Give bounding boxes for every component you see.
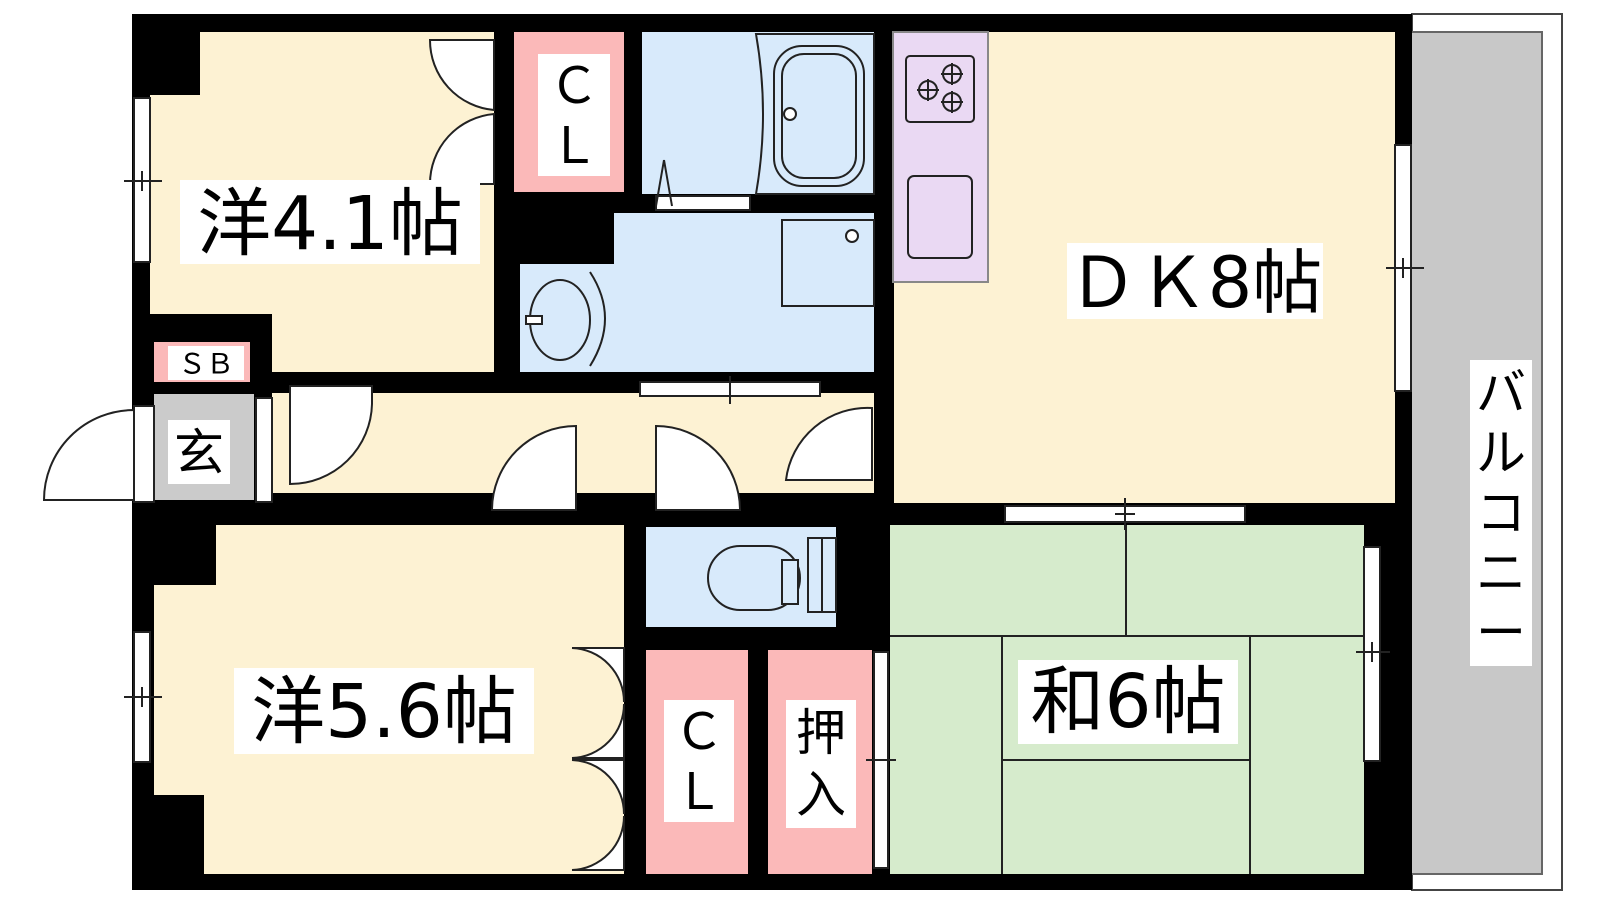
label-western-1: 洋4.1帖 xyxy=(197,181,463,267)
label-balcony-2: ル xyxy=(1476,424,1526,482)
window-ticks xyxy=(124,171,1424,761)
toilet-bowl xyxy=(707,537,837,613)
entrance-frame xyxy=(133,397,273,503)
label-balcony-4: ニ xyxy=(1476,544,1526,602)
label-bg-dk xyxy=(1067,243,1323,319)
label-bg-balcony xyxy=(1470,360,1532,666)
bathroom-door xyxy=(655,159,751,211)
wash-basin xyxy=(525,271,606,367)
doors xyxy=(42,39,873,871)
label-oshiire-1: 押 xyxy=(796,704,846,762)
kitchen-sink xyxy=(907,175,973,259)
bathtub xyxy=(754,33,875,195)
stove xyxy=(905,55,975,123)
label-bg-western-2 xyxy=(234,668,534,754)
label-balcony-1: バ xyxy=(1476,364,1526,422)
label-closet-1-l: Ｌ xyxy=(549,117,599,175)
washing-machine xyxy=(781,219,875,307)
label-shoe-box: ＳＢ xyxy=(178,348,234,381)
label-bg-closet-2 xyxy=(664,700,734,822)
tatami-lines xyxy=(890,525,1364,874)
label-dining-kitchen: ＤＫ8帖 xyxy=(1068,242,1323,324)
label-closet-2-c: Ｃ xyxy=(674,703,724,761)
label-bg-japanese xyxy=(1018,660,1238,744)
label-closet-1-c: Ｃ xyxy=(549,57,599,115)
label-bg-closet-1 xyxy=(538,54,610,176)
label-balcony-5: ー xyxy=(1476,604,1526,662)
label-western-2: 洋5.6帖 xyxy=(251,669,517,755)
label-bg-western-1 xyxy=(180,180,480,264)
label-balcony-3: コ xyxy=(1476,484,1526,542)
label-bg-oshiire xyxy=(786,700,856,828)
label-japanese: 和6帖 xyxy=(1030,659,1225,745)
label-oshiire-2: 入 xyxy=(796,766,846,824)
label-closet-2-l: Ｌ xyxy=(674,763,724,821)
label-entrance: 玄 xyxy=(174,424,224,482)
label-bg-entrance xyxy=(168,420,230,484)
label-bg-shoe-box xyxy=(168,346,244,380)
